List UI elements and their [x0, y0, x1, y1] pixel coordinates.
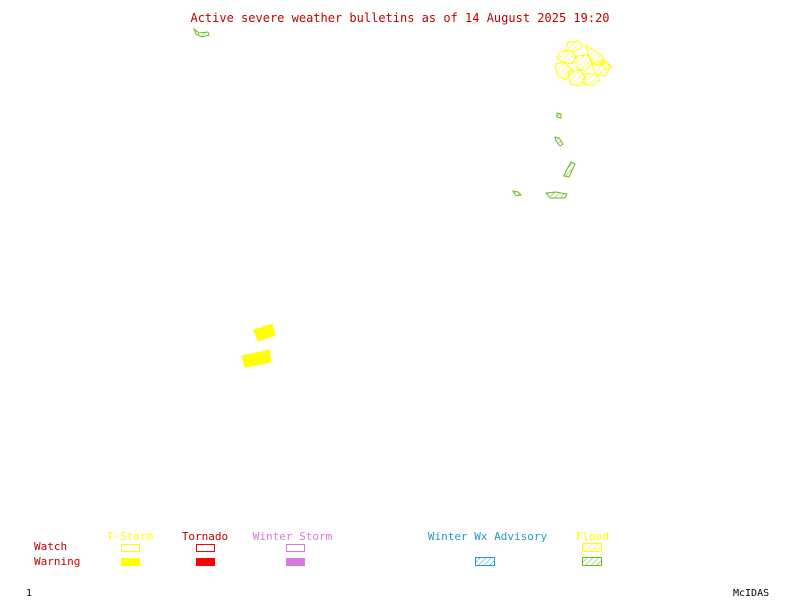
tstorm-watch-swatch [121, 544, 140, 552]
legend-label-tstorm: T-Storm [106, 530, 154, 543]
flood-warning-area [554, 136, 564, 147]
flood-warning-area [192, 27, 210, 38]
winter-wx-advisory-warning-swatch [475, 557, 495, 566]
tstorm-warning-area [253, 323, 276, 342]
flood-warning-area [545, 191, 568, 199]
tornado-watch-swatch [196, 544, 215, 552]
tstorm-warning-area [241, 349, 272, 368]
tstorm-warning-swatch [121, 558, 140, 566]
software-label: McIDAS [733, 588, 770, 599]
legend-label-winter-storm: Winter Storm [252, 530, 333, 543]
frame-number: 1 [26, 588, 33, 599]
legend-label-flood: Flood [575, 530, 610, 543]
flood-watch-swatch [582, 543, 602, 552]
winter-storm-watch-swatch [286, 544, 305, 552]
tornado-warning-swatch [196, 558, 215, 566]
legend-label-winter-wx-advisory: Winter Wx Advisory [427, 530, 548, 543]
flood-warning-area [563, 161, 576, 178]
legend-label-tornado: Tornado [181, 530, 229, 543]
flood-warning-swatch [582, 557, 602, 566]
flood-watch-cluster [554, 40, 612, 87]
winter-storm-warning-swatch [286, 558, 305, 566]
flood-warning-area [556, 112, 562, 119]
legend-row-warning: Warning [34, 555, 81, 568]
bulletin-title: Active severe weather bulletins as of 14… [190, 11, 610, 25]
legend-row-watch: Watch [34, 540, 68, 553]
flood-warning-area [511, 190, 523, 197]
